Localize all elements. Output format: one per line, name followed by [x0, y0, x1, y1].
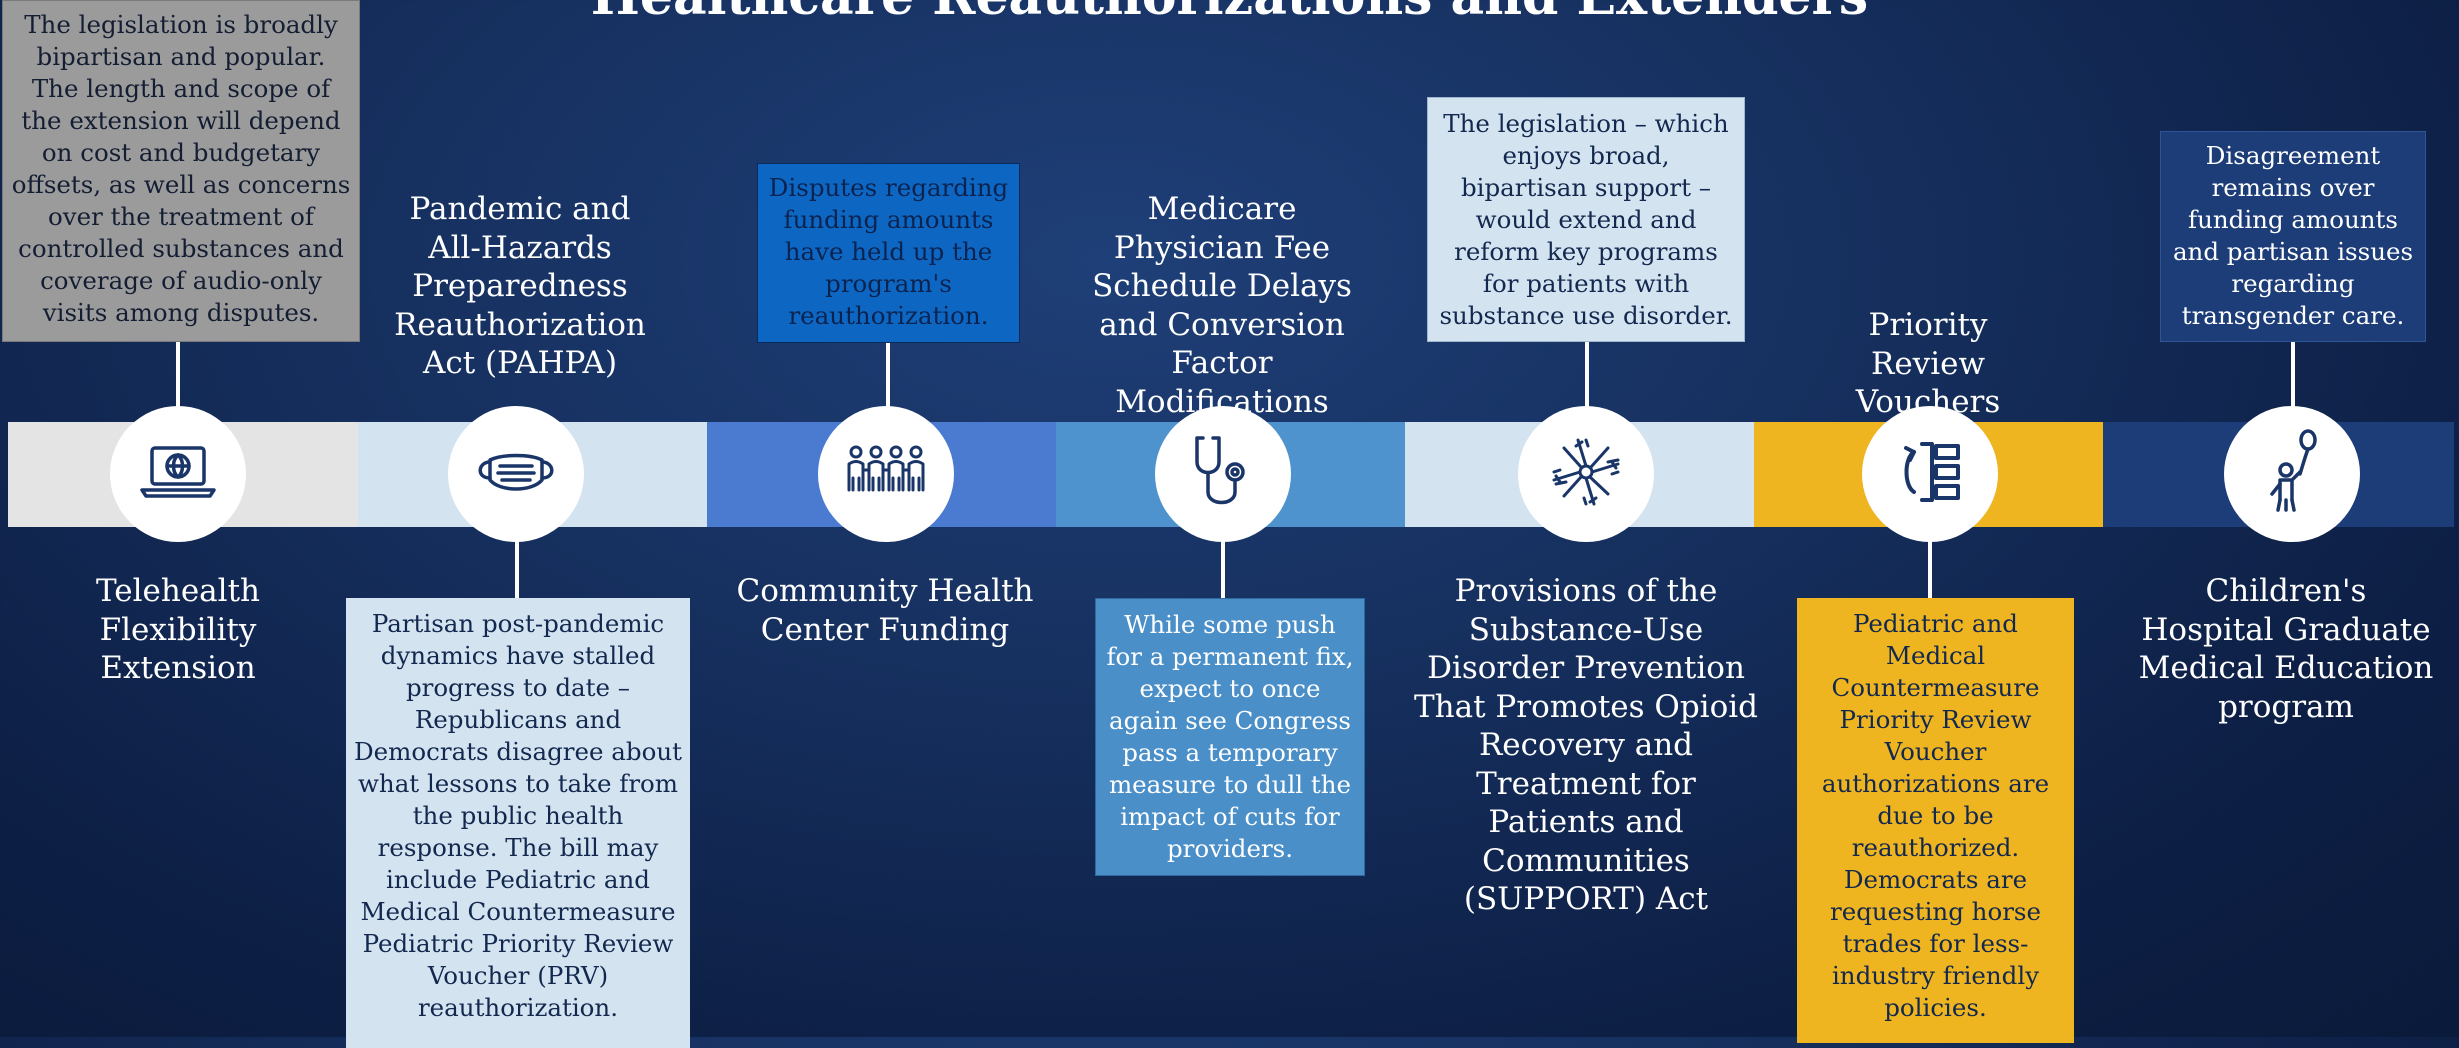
- face-mask-icon: [466, 422, 566, 526]
- note-pahpa: Partisan post-pandemic dynamics have sta…: [346, 598, 690, 1048]
- connector-pahpa: [515, 540, 519, 598]
- connector-medicare: [1221, 540, 1225, 598]
- note-support: The legislation – which enjoys broad, bi…: [1427, 97, 1745, 342]
- icon-circle-telehealth: [110, 406, 246, 542]
- label-chgme: Children's Hospital Graduate Medical Edu…: [2138, 573, 2434, 725]
- icon-circle-prv: [1862, 406, 1998, 542]
- icon-circle-chgme: [2224, 406, 2360, 542]
- note-chgme: Disagreement remains over funding amount…: [2160, 131, 2426, 342]
- connector-support: [1585, 342, 1589, 410]
- child-balloon-icon: [2242, 422, 2342, 526]
- label-prv: Priority Review Vouchers: [1855, 307, 2001, 420]
- icon-circle-pahpa: [448, 406, 584, 542]
- page-title: Healthcare Reauthorizations and Extender…: [0, 0, 2459, 27]
- icon-circle-support: [1518, 406, 1654, 542]
- icon-circle-chc: [818, 406, 954, 542]
- review-list-icon: [1880, 422, 1980, 526]
- label-pahpa: Pandemic and All-Hazards Preparedness Re…: [394, 191, 646, 381]
- connector-prv: [1928, 540, 1932, 598]
- connector-telehealth: [176, 342, 180, 410]
- note-prv: Pediatric and Medical Countermeasure Pri…: [1797, 598, 2074, 1043]
- community-people-icon: [836, 422, 936, 526]
- label-support: Provisions of the Substance-Use Disorder…: [1414, 573, 1758, 917]
- note-medicare: While some push for a permanent fix, exp…: [1095, 598, 1365, 876]
- label-medicare: Medicare Physician Fee Schedule Delays a…: [1092, 191, 1352, 420]
- note-telehealth: The legislation is broadly bipartisan an…: [2, 0, 360, 342]
- connector-chc: [886, 342, 890, 410]
- label-telehealth: Telehealth Flexibility Extension: [95, 573, 260, 686]
- laptop-globe-icon: [128, 422, 228, 526]
- note-chc: Disputes regarding funding amounts have …: [757, 163, 1020, 343]
- stethoscope-icon: [1173, 422, 1273, 526]
- joined-hands-icon: [1536, 422, 1636, 526]
- icon-circle-medicare: [1155, 406, 1291, 542]
- connector-chgme: [2291, 342, 2295, 410]
- label-chc: Community Health Center Funding: [736, 573, 1034, 648]
